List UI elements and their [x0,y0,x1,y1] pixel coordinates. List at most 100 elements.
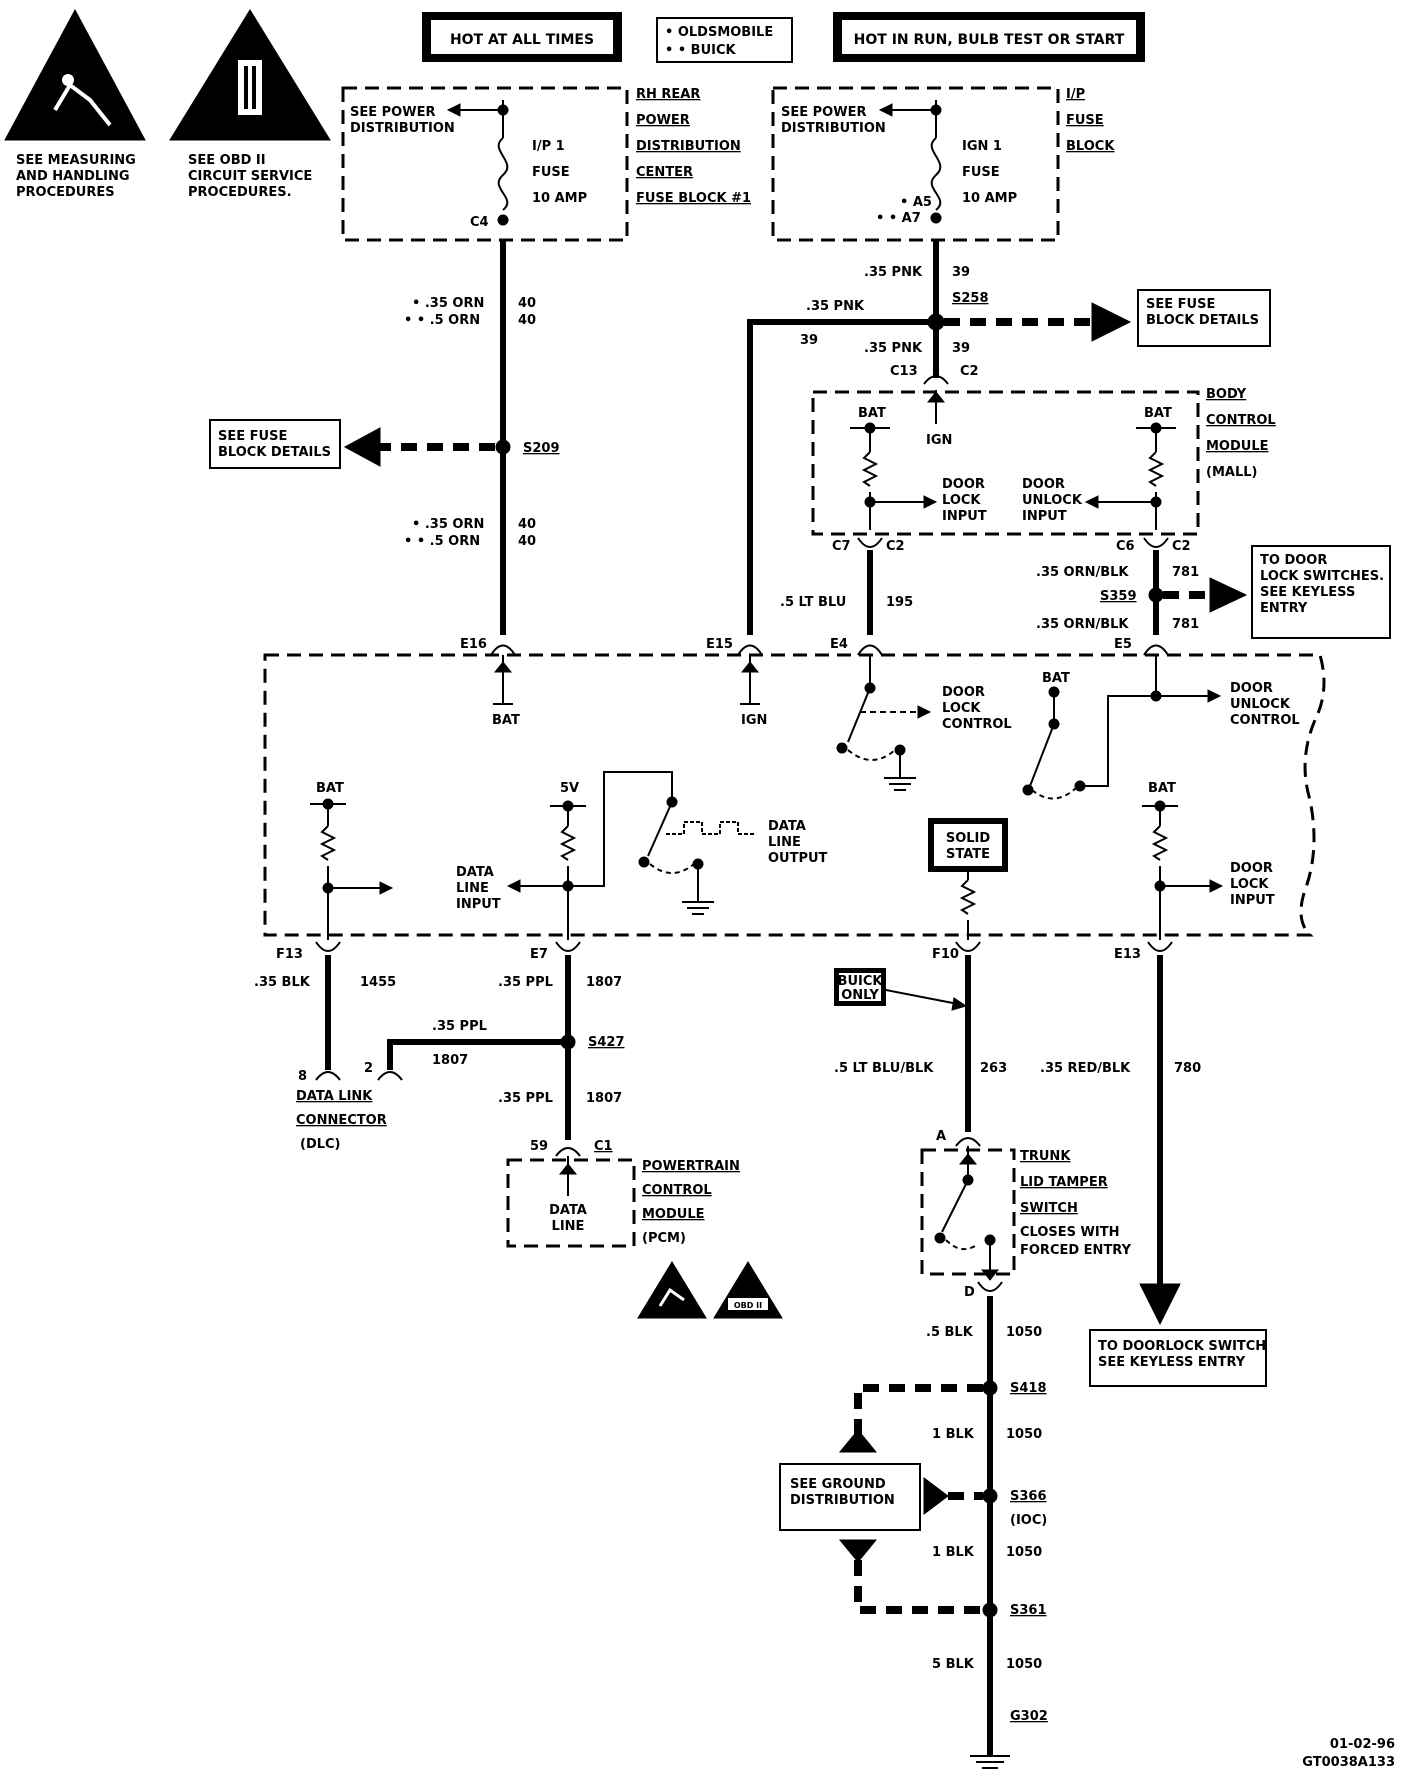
label-1050-a: 1050 [1006,1325,1042,1340]
connector-e4-icon [857,644,883,656]
obd-text-1: SEE OBD II [188,153,266,168]
dlc-pin2: 2 [364,1061,373,1076]
dlc-name-1: DATA LINK [296,1089,373,1104]
unlock-ctl-3: CONTROL [1230,713,1300,728]
connector-e15-icon [737,644,763,656]
doorlock-ref-2: SEE KEYLESS ENTRY [1098,1355,1246,1370]
label-s418: S418 [1010,1381,1047,1396]
label-ornblk-1: .35 ORN/BLK [1036,565,1129,580]
label-s366: S366 [1010,1489,1047,1504]
dl-out-2: LINE [768,835,801,850]
door-sw-1: TO DOOR [1260,553,1327,568]
label-1050-c: 1050 [1006,1545,1042,1560]
buick-only-1: BUICK [838,974,884,989]
resistor-icon [959,879,977,915]
left-c4: C4 [470,215,489,230]
label-orn-2b: • • .5 ORN [404,534,480,549]
obd-text-3: PROCEDURES. [188,185,292,200]
left-fuse-name: I/P 1 [532,139,565,154]
label-1807-a: 1807 [586,975,622,990]
label-f10: F10 [932,947,959,962]
label-pnk-top: .35 PNK [864,265,923,280]
splice-s209 [495,439,511,455]
arrow-up-icon [838,1429,878,1453]
obd-badge: OBD II [734,1301,762,1310]
pcm-box [506,1158,636,1248]
right-loc-1: I/P [1066,87,1085,102]
splice-s361 [982,1602,998,1618]
label-s359: S359 [1100,589,1137,604]
right-fuse-word: FUSE [962,165,1000,180]
left-fuse-box [341,86,629,242]
arrow-left-icon [343,427,381,467]
arrow-down-icon [838,1539,878,1563]
bcm-bat-r: BAT [1144,406,1172,421]
label-orn-1b: • • .5 ORN [404,313,480,328]
ground-icon [970,1755,1010,1769]
dl-in-2: LINE [456,881,489,896]
connector-trunk-d-icon [977,1281,1003,1292]
label-c2-top: C2 [960,364,979,379]
label-1050-d: 1050 [1006,1657,1042,1672]
left-loc-1: RH REAR [636,87,700,102]
bcm-bat-l: BAT [858,406,886,421]
label-s427: S427 [588,1035,625,1050]
hot-all-times-label: HOT AT ALL TIMES [450,32,594,48]
bcm-title-4: (MALL) [1206,465,1257,480]
switch-icon [1029,723,1055,787]
ground-icon [884,777,916,791]
pcm-name-3: MODULE [642,1207,705,1222]
lock-ctl-2: LOCK [942,701,981,716]
unlock-ctl-2: UNLOCK [1230,697,1291,712]
right-pin-a7: • • A7 [876,211,921,226]
fuse-details-right-2: BLOCK DETAILS [1146,313,1259,328]
solid-1: SOLID [946,831,991,846]
connector-c7-icon [857,537,883,548]
pcm-dl-1: DATA [549,1203,587,1218]
legend-buick: • • BUICK [665,43,737,58]
label-s366b: (IOC) [1010,1513,1047,1528]
label-1807-c: 1807 [586,1091,622,1106]
left-loc-2: POWER [636,113,690,128]
dl-in-1: DATA [456,865,494,880]
left-fuse-word: FUSE [532,165,570,180]
arrow-right-icon [923,1477,949,1515]
right-see-power-1: SEE POWER [781,105,866,120]
left-see-power-1: SEE POWER [350,105,435,120]
splice-s359 [1148,587,1164,603]
arrow-left-icon [446,103,461,117]
wire-1807-dlc [387,1039,568,1070]
left-see-power-2: DISTRIBUTION [350,121,455,136]
label-c2-r: C2 [1172,539,1191,554]
lock-ctl-1: DOOR [942,685,985,700]
label-5v: 5V [560,781,579,796]
legend-box [656,17,793,63]
obd-warning-icon: OBD II [713,1261,783,1319]
connector-f10-icon [955,941,981,952]
label-780: 780 [1174,1061,1201,1076]
arrow-down-icon [1139,1283,1181,1326]
right-fuse-box [771,86,1060,242]
label-s361: S361 [1010,1603,1047,1618]
switch-icon [647,801,673,857]
bcm-unlock-in-1: DOOR [1022,477,1065,492]
label-ppl-a: .35 PPL [498,975,553,990]
splice-s418 [982,1380,998,1396]
footer-code: GT0038A133 [1302,1755,1395,1770]
doorlock-ref-box [1089,1329,1267,1387]
bcm-title-1: BODY [1206,387,1247,402]
fuse-details-left-2: BLOCK DETAILS [218,445,331,460]
left-loc-5: FUSE BLOCK #1 [636,191,751,206]
label-e7: E7 [530,947,548,962]
doorlock-ref-1: TO DOORLOCK SWITCH [1098,1339,1266,1354]
ground-ref-1: SEE GROUND [790,1477,886,1492]
pcm-name-1: POWERTRAIN [642,1159,740,1174]
connector-c13-icon [923,375,949,385]
door-sw-2: LOCK SWITCHES. [1260,569,1384,584]
right-see-power-2: DISTRIBUTION [781,121,886,136]
label-blk-d: 5 BLK [932,1657,975,1672]
obd-warning-icon [169,9,331,141]
label-orn-2a: • .35 ORN [412,517,484,532]
dlc-name-2: CONNECTOR [296,1113,387,1128]
label-blk1455: .35 BLK [254,975,311,990]
